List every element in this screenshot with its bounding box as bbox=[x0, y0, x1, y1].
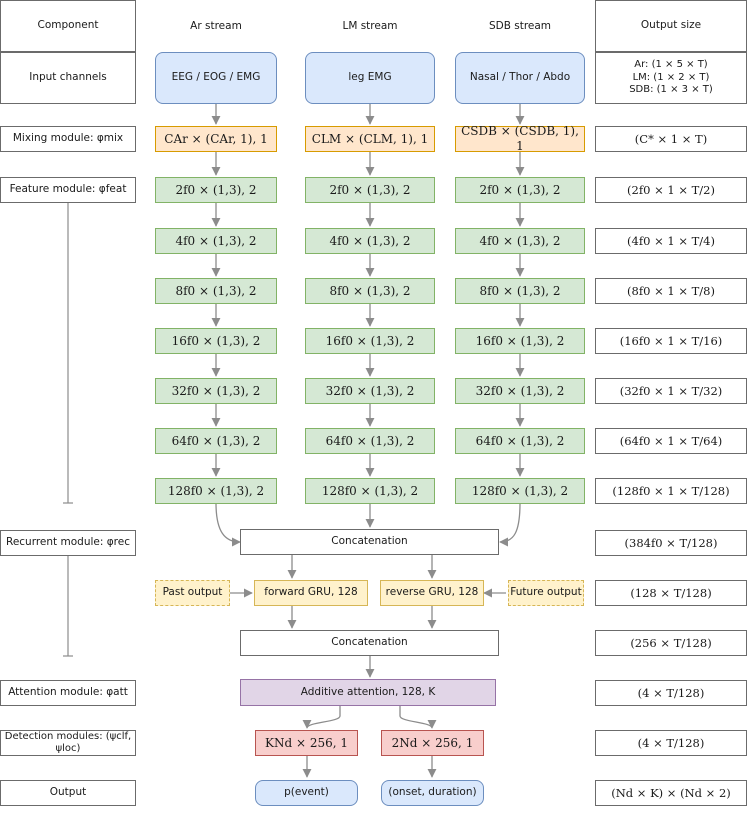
header-ar-stream: Ar stream bbox=[190, 20, 242, 32]
component-feature-module: Feature module: φfeat bbox=[0, 177, 136, 203]
header-lm-stream: LM stream bbox=[342, 20, 398, 32]
feature-ar-layer-7: 128f0 × (1,3), 2 bbox=[155, 478, 277, 504]
size-feature-6: (64f0 × 1 × T/64) bbox=[595, 428, 747, 454]
size-detection: (4 × T/128) bbox=[595, 730, 747, 756]
component-mixing-module: Mixing module: φmix bbox=[0, 126, 136, 152]
feature-sdb-layer-2: 4f0 × (1,3), 2 bbox=[455, 228, 585, 254]
feature-ar-layer-3: 8f0 × (1,3), 2 bbox=[155, 278, 277, 304]
reverse-gru: reverse GRU, 128 bbox=[380, 580, 484, 606]
concatenation-2: Concatenation bbox=[240, 630, 499, 656]
additive-attention: Additive attention, 128, K bbox=[240, 679, 496, 706]
input-ar-channels: EEG / EOG / EMG bbox=[155, 52, 277, 104]
detection-localizer: 2Nd × 256, 1 bbox=[381, 730, 484, 756]
mixing-sdb: CSDB × (CSDB, 1), 1 bbox=[455, 124, 585, 153]
size-feature-5: (32f0 × 1 × T/32) bbox=[595, 378, 747, 404]
component-attention-module: Attention module: φatt bbox=[0, 680, 136, 706]
header-sdb-stream: SDB stream bbox=[488, 20, 552, 32]
input-lm-channels: leg EMG bbox=[305, 52, 435, 104]
feature-sdb-layer-4: 16f0 × (1,3), 2 bbox=[455, 328, 585, 354]
size-concatenation-1: (384f0 × T/128) bbox=[595, 530, 747, 556]
feature-ar-layer-1: 2f0 × (1,3), 2 bbox=[155, 177, 277, 203]
size-feature-7: (128f0 × 1 × T/128) bbox=[595, 478, 747, 504]
component-detection-modules: Detection modules: (ψclf, ψloc) bbox=[0, 730, 136, 756]
size-output: (Nd × K) × (Nd × 2) bbox=[595, 780, 747, 806]
future-output: Future output bbox=[508, 580, 584, 606]
output-onset-duration: (onset, duration) bbox=[381, 780, 484, 806]
feature-lm-layer-4: 16f0 × (1,3), 2 bbox=[305, 328, 435, 354]
detection-classifier: KNd × 256, 1 bbox=[255, 730, 358, 756]
forward-gru: forward GRU, 128 bbox=[254, 580, 368, 606]
size-attention: (4 × T/128) bbox=[595, 680, 747, 706]
feature-lm-layer-6: 64f0 × (1,3), 2 bbox=[305, 428, 435, 454]
feature-lm-layer-7: 128f0 × (1,3), 2 bbox=[305, 478, 435, 504]
component-input-channels: Input channels bbox=[0, 52, 136, 104]
mixing-lm: CLM × (CLM, 1), 1 bbox=[305, 126, 435, 152]
mixing-ar: CAr × (CAr, 1), 1 bbox=[155, 126, 277, 152]
size-feature-4: (16f0 × 1 × T/16) bbox=[595, 328, 747, 354]
size-feature-2: (4f0 × 1 × T/4) bbox=[595, 228, 747, 254]
feature-sdb-layer-7: 128f0 × (1,3), 2 bbox=[455, 478, 585, 504]
arrow-sdb-to-concat bbox=[499, 502, 521, 547]
size-feature-3: (8f0 × 1 × T/8) bbox=[595, 278, 747, 304]
feature-lm-layer-1: 2f0 × (1,3), 2 bbox=[305, 177, 435, 203]
feature-lm-layer-5: 32f0 × (1,3), 2 bbox=[305, 378, 435, 404]
feature-sdb-layer-5: 32f0 × (1,3), 2 bbox=[455, 378, 585, 404]
concatenation-1: Concatenation bbox=[240, 529, 499, 555]
size-input: Ar: (1 × 5 × T) LM: (1 × 2 × T) SDB: (1 … bbox=[595, 52, 747, 104]
size-gru: (128 × T/128) bbox=[595, 580, 747, 606]
arrow-ar-to-concat bbox=[215, 502, 241, 547]
feature-sdb-layer-6: 64f0 × (1,3), 2 bbox=[455, 428, 585, 454]
feature-lm-layer-2: 4f0 × (1,3), 2 bbox=[305, 228, 435, 254]
feature-lm-layer-3: 8f0 × (1,3), 2 bbox=[305, 278, 435, 304]
feature-ar-layer-5: 32f0 × (1,3), 2 bbox=[155, 378, 277, 404]
size-concatenation-2: (256 × T/128) bbox=[595, 630, 747, 656]
input-sdb-channels: Nasal / Thor / Abdo bbox=[455, 52, 585, 104]
header-component: Component bbox=[0, 0, 136, 52]
component-output: Output bbox=[0, 780, 136, 806]
feature-sdb-layer-3: 8f0 × (1,3), 2 bbox=[455, 278, 585, 304]
past-output: Past output bbox=[155, 580, 230, 606]
feature-ar-layer-6: 64f0 × (1,3), 2 bbox=[155, 428, 277, 454]
header-output-size: Output size bbox=[595, 0, 747, 52]
output-event-probability: p(event) bbox=[255, 780, 358, 806]
component-recurrent-module: Recurrent module: φrec bbox=[0, 530, 136, 556]
size-mixing: (C* × 1 × T) bbox=[595, 126, 747, 152]
feature-ar-layer-4: 16f0 × (1,3), 2 bbox=[155, 328, 277, 354]
size-feature-1: (2f0 × 1 × T/2) bbox=[595, 177, 747, 203]
feature-ar-layer-2: 4f0 × (1,3), 2 bbox=[155, 228, 277, 254]
feature-sdb-layer-1: 2f0 × (1,3), 2 bbox=[455, 177, 585, 203]
